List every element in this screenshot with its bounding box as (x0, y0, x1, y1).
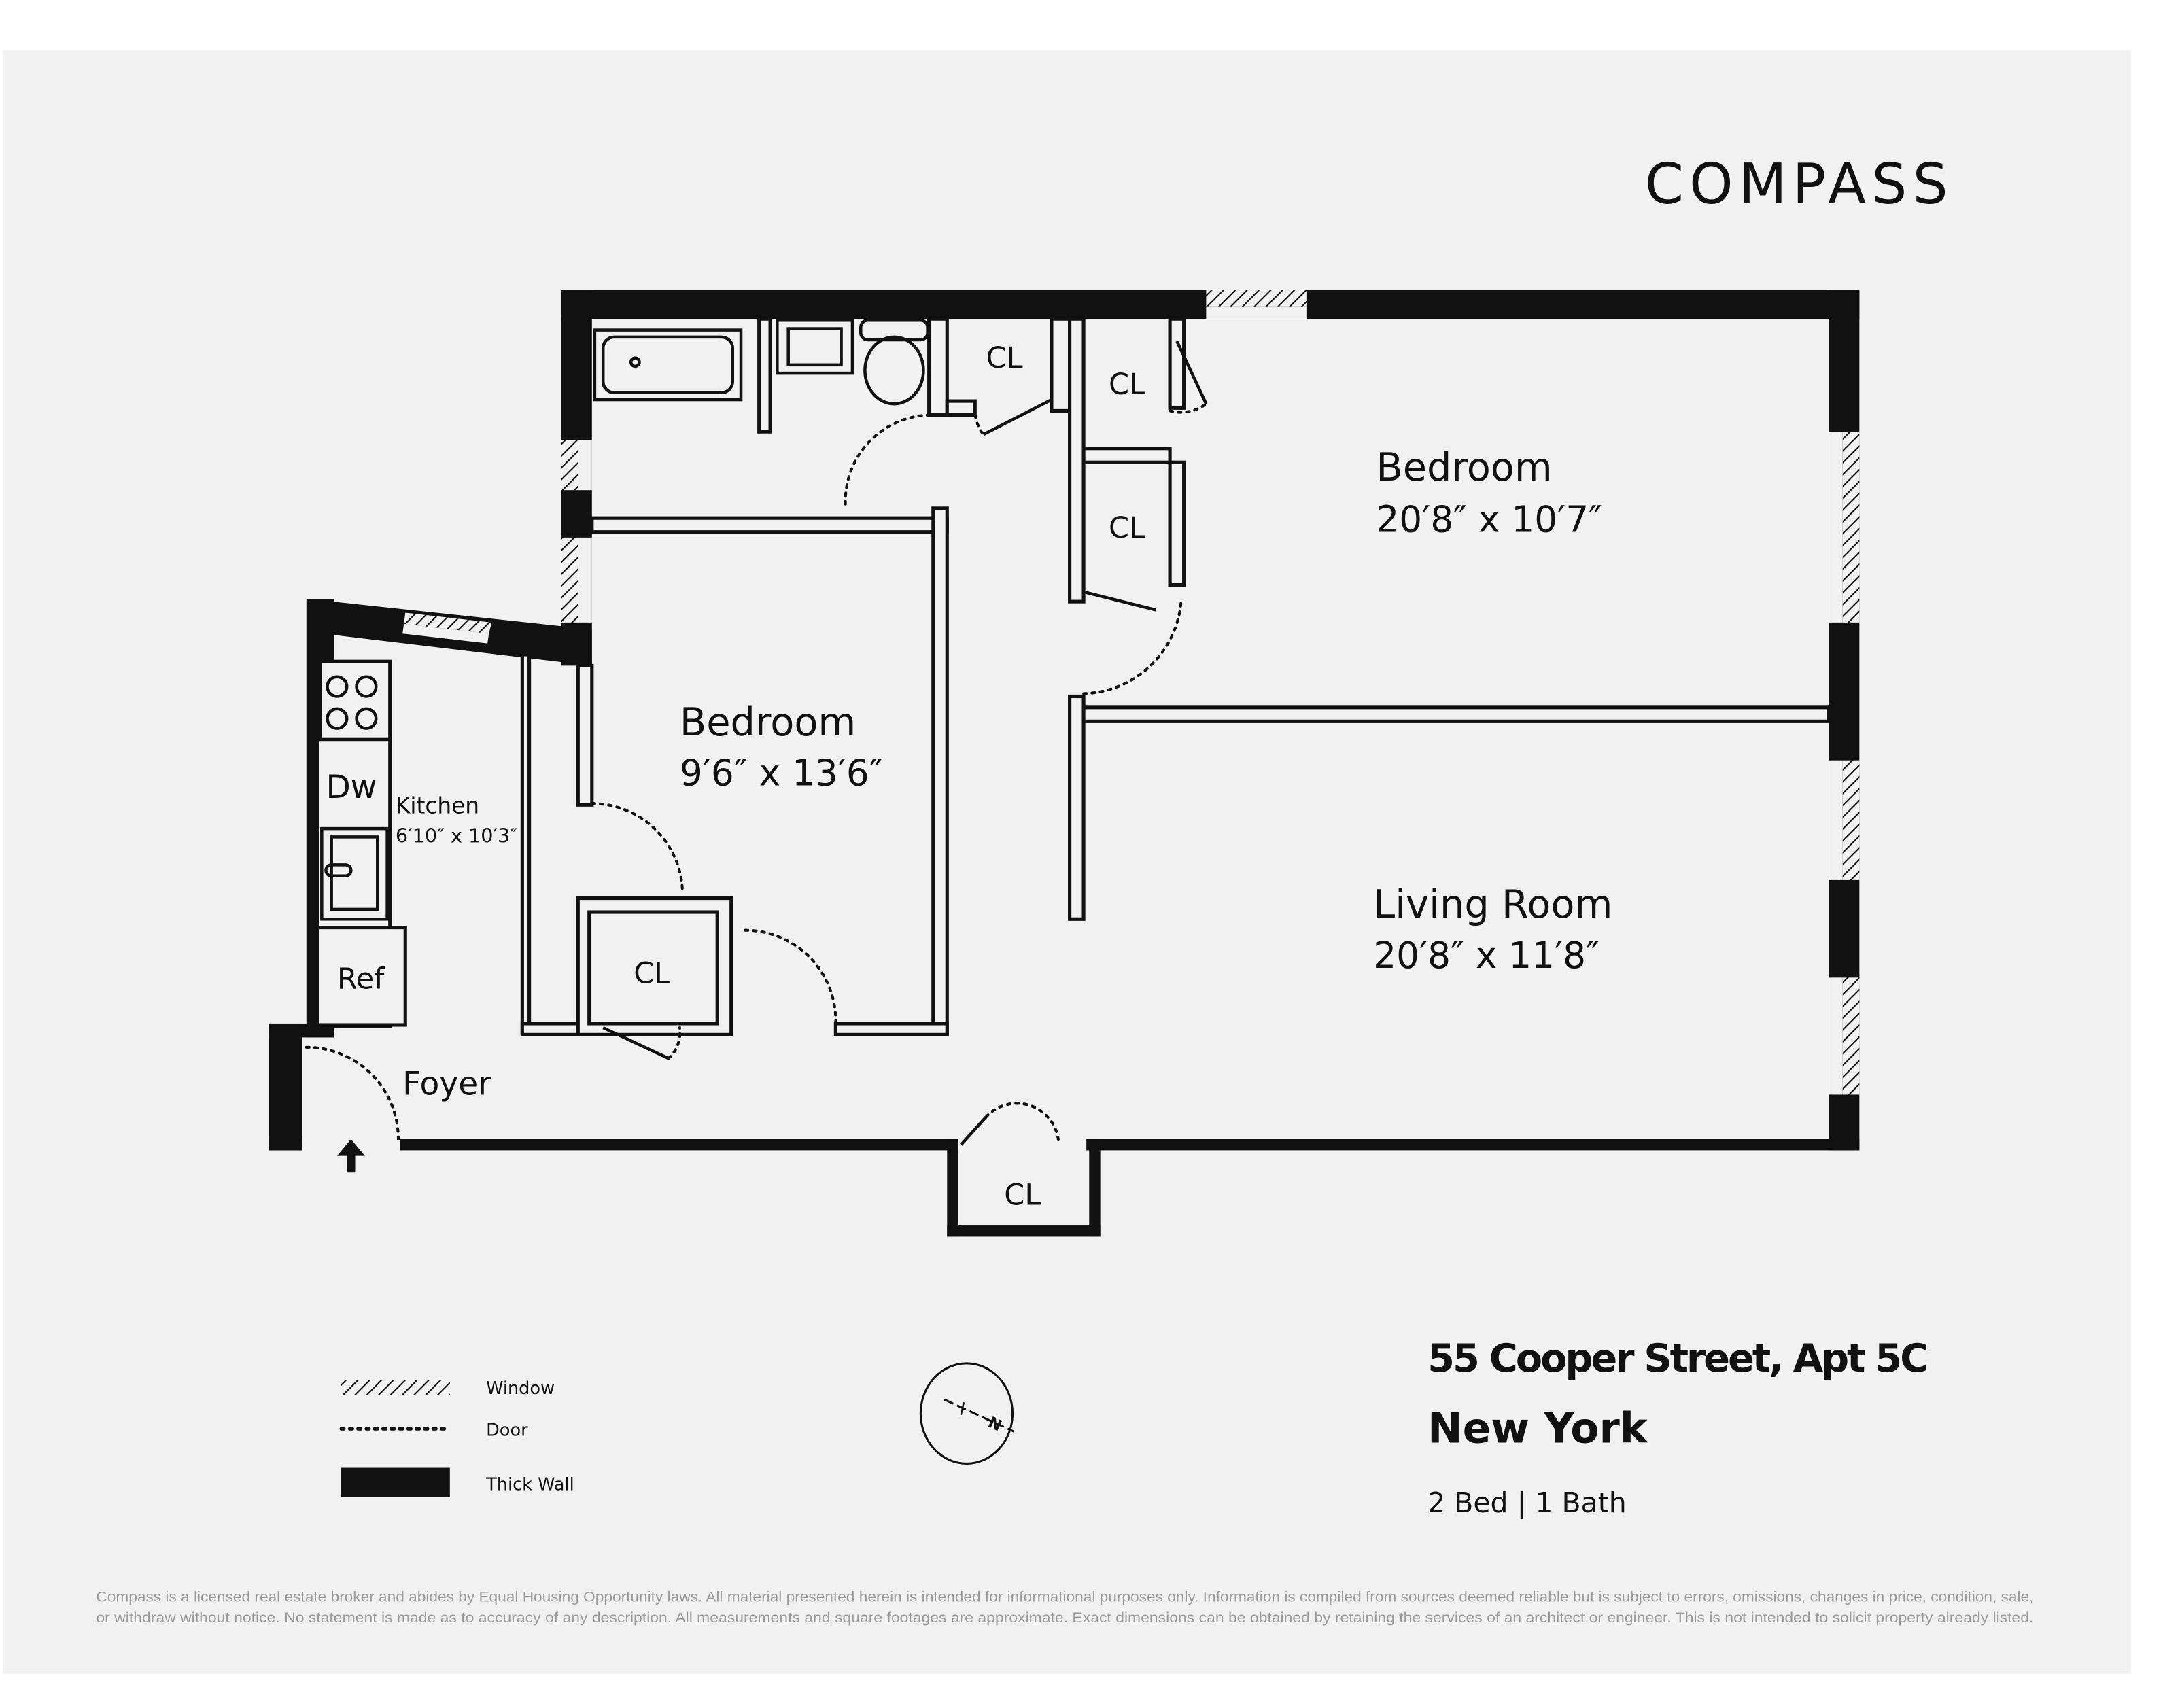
compass-logo: COMPASS (1645, 152, 1954, 217)
bathtub-icon (593, 328, 743, 402)
stove-icon (319, 659, 392, 742)
legend-label-thick-wall: Thick Wall (485, 1474, 574, 1495)
room-label-bedroom-second: Bedroom (680, 699, 856, 745)
window-hatch-icon (341, 1380, 450, 1396)
entry-arrow-icon (336, 1139, 365, 1173)
closet-label: CL (1109, 511, 1145, 545)
listing-address: 55 Cooper Street, Apt 5C (1427, 1336, 1926, 1381)
disclaimer-line-1: Compass is a licensed real estate broker… (96, 1588, 2033, 1605)
room-dims-bedroom-main: 20′8″ x 10′7″ (1376, 499, 1602, 541)
toilet-icon (859, 318, 929, 406)
windows (402, 290, 1860, 1095)
room-dims-living-room: 20′8″ x 11′8″ (1373, 935, 1599, 977)
kitchen-sink-icon (320, 826, 389, 921)
legend: Window Door Thick Wall (339, 1378, 574, 1497)
listing-info: 55 Cooper Street, Apt 5C New York 2 Bed … (1427, 1336, 1928, 1519)
room-label-living-room: Living Room (1373, 882, 1612, 927)
listing-summary: 2 Bed | 1 Bath (1427, 1486, 1627, 1519)
thick-wall-icon (341, 1467, 450, 1497)
closet-label: CL (986, 341, 1023, 375)
closet-label: CL (1004, 1178, 1041, 1212)
legend-label-window: Window (486, 1378, 555, 1399)
closet-label: CL (634, 957, 670, 991)
room-label-foyer: Foyer (402, 1065, 491, 1102)
doors (305, 341, 1208, 1146)
disclaimer-line-2: or withdraw without notice. No statement… (96, 1609, 2033, 1626)
listing-city: New York (1427, 1405, 1649, 1453)
room-label-bedroom-main: Bedroom (1376, 445, 1552, 490)
dishwasher-label: Dw (326, 769, 377, 806)
legend-label-door: Door (486, 1420, 528, 1440)
room-dims-kitchen: 6′10″ x 10′3″ (396, 824, 517, 848)
room-label-kitchen: Kitchen (396, 793, 479, 819)
sink-icon (776, 318, 854, 375)
closet-label: CL (1109, 368, 1145, 402)
room-dims-bedroom-second: 9′6″ x 13′6″ (680, 752, 883, 795)
refrigerator-icon (315, 926, 407, 1027)
floor-plan: Bedroom 20′8″ x 10′7″ Bedroom 9′6″ x 13′… (269, 290, 1860, 1237)
refrigerator-label: Ref (337, 962, 385, 996)
